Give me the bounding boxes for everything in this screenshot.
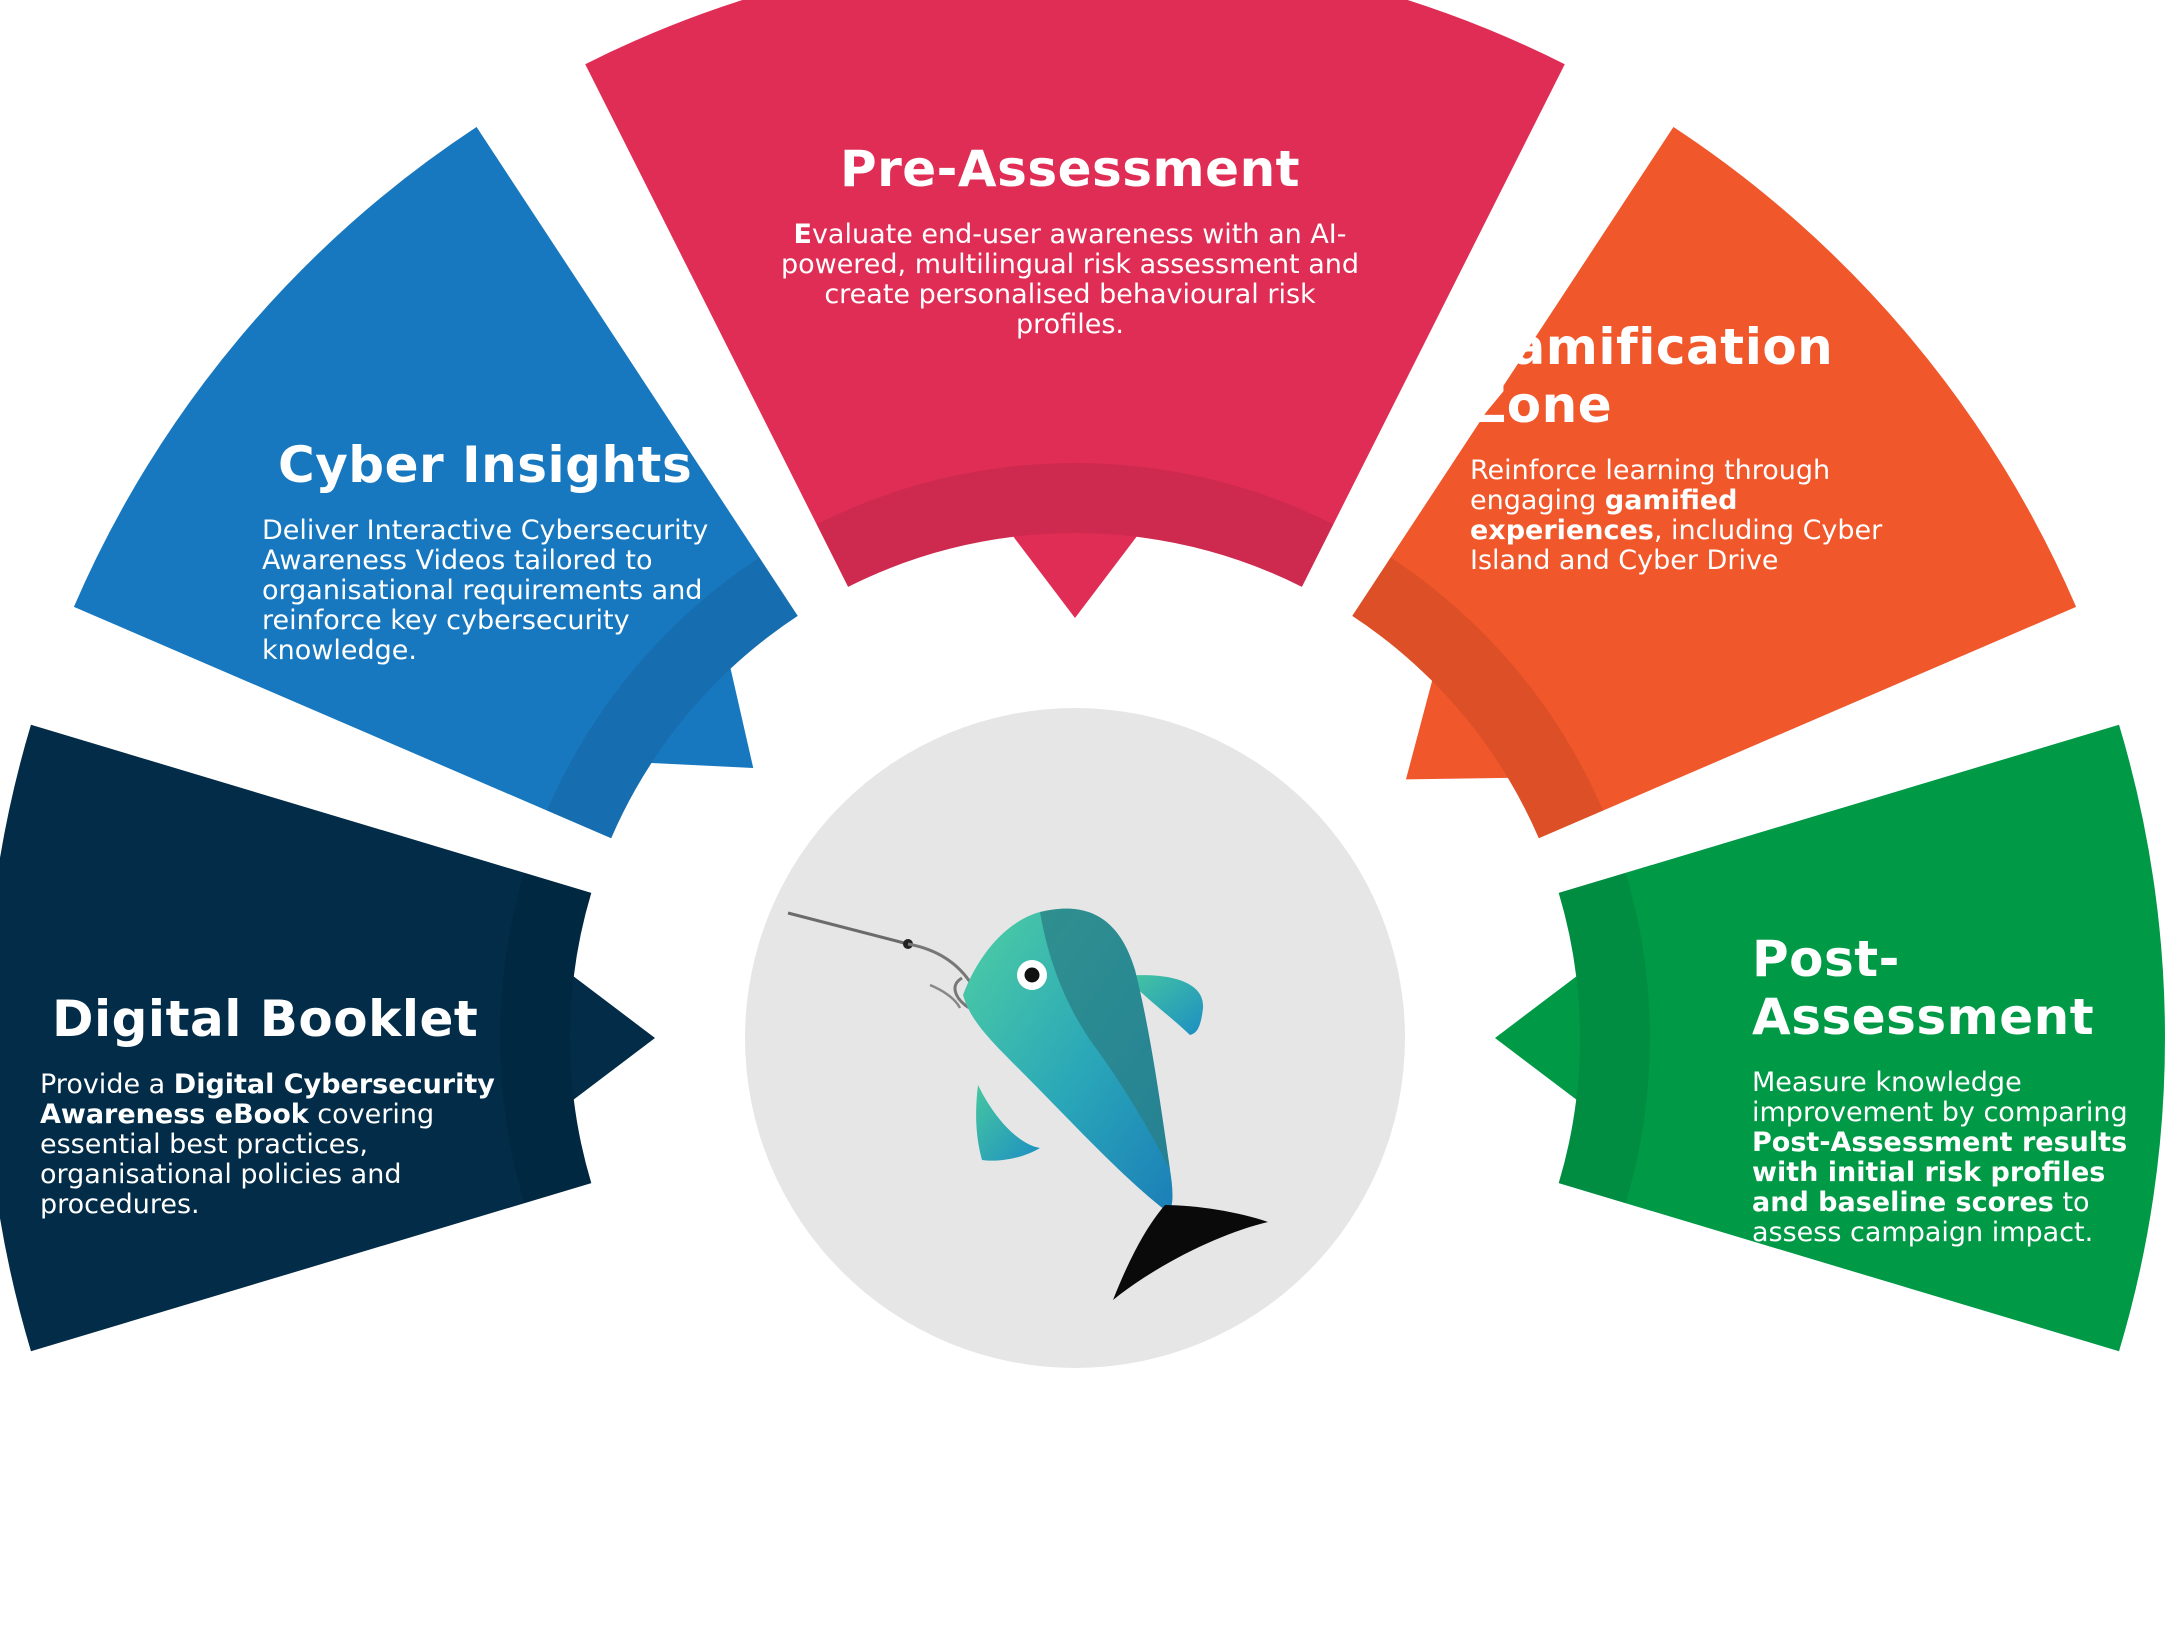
segment-shape-post-assessment — [1495, 724, 2165, 1352]
description-run: , including Cyber Island and Cyber Drive — [1470, 515, 1883, 576]
description-run: to assess campaign impact. — [1752, 1187, 2094, 1248]
segment-shade-post-assessment — [1558, 872, 1650, 1204]
segment-title: Post-Assessment — [1752, 930, 2095, 1046]
description-bold-run: Digital Cybersecurity Awareness eBook — [40, 1069, 495, 1130]
segment-title: Cyber Insights — [278, 436, 693, 494]
segment-shade-gamification-zone — [1352, 557, 1604, 839]
segment-post-assessment: Post-Assessment Measure knowledge improv… — [1752, 930, 2152, 1248]
segment-pre-assessment: Pre-Assessment Evaluate end-user awarene… — [780, 140, 1360, 340]
description-run: covering essential best practices, organ… — [40, 1099, 435, 1220]
description-run: valuate end-user awareness with an AI-po… — [780, 219, 1360, 340]
description-run: Measure knowledge improvement by compari… — [1752, 1067, 2128, 1128]
segment-shade-cyber-insights — [546, 557, 798, 839]
segment-shape-gamification-zone — [1352, 126, 2077, 839]
segment-shade-digital-booklet — [500, 872, 592, 1204]
segment-shape-digital-booklet — [0, 724, 655, 1352]
segment-shape-pre-assessment — [585, 0, 1565, 618]
description-run: Reinforce learning through engaging — [1470, 455, 1831, 516]
segment-description: Reinforce learning through engaging gami… — [1470, 456, 1910, 576]
description-bold-run: E — [793, 219, 812, 250]
segment-digital-booklet: Digital Booklet Provide a Digital Cybers… — [40, 990, 500, 1220]
segment-gamification-zone: Gamification Zone Reinforce learning thr… — [1470, 318, 1910, 576]
description-bold-run: gamified experiences — [1470, 485, 1738, 546]
segment-shape-cyber-insights — [73, 126, 798, 839]
segment-cyber-insights: Cyber Insights Deliver Interactive Cyber… — [262, 436, 732, 666]
segments-layer — [0, 0, 2165, 1352]
segment-shade-pre-assessment — [816, 463, 1334, 587]
fish-on-hook-icon — [787, 908, 1268, 1300]
segment-description: Measure knowledge improvement by compari… — [1752, 1068, 2152, 1248]
segment-title: Pre-Assessment — [839, 140, 1301, 198]
segment-description: Deliver Interactive Cybersecurity Awaren… — [262, 516, 732, 666]
description-run: Provide a — [40, 1069, 174, 1100]
segment-title: Gamification Zone — [1470, 318, 1834, 434]
segment-description: Provide a Digital Cybersecurity Awarenes… — [40, 1070, 500, 1220]
segment-description: Evaluate end-user awareness with an AI-p… — [780, 220, 1360, 340]
description-bold-run: Post-Assessment results with initial ris… — [1752, 1127, 2128, 1218]
segment-title: Digital Booklet — [52, 990, 479, 1048]
description-run: Deliver Interactive Cybersecurity Awaren… — [262, 515, 709, 666]
